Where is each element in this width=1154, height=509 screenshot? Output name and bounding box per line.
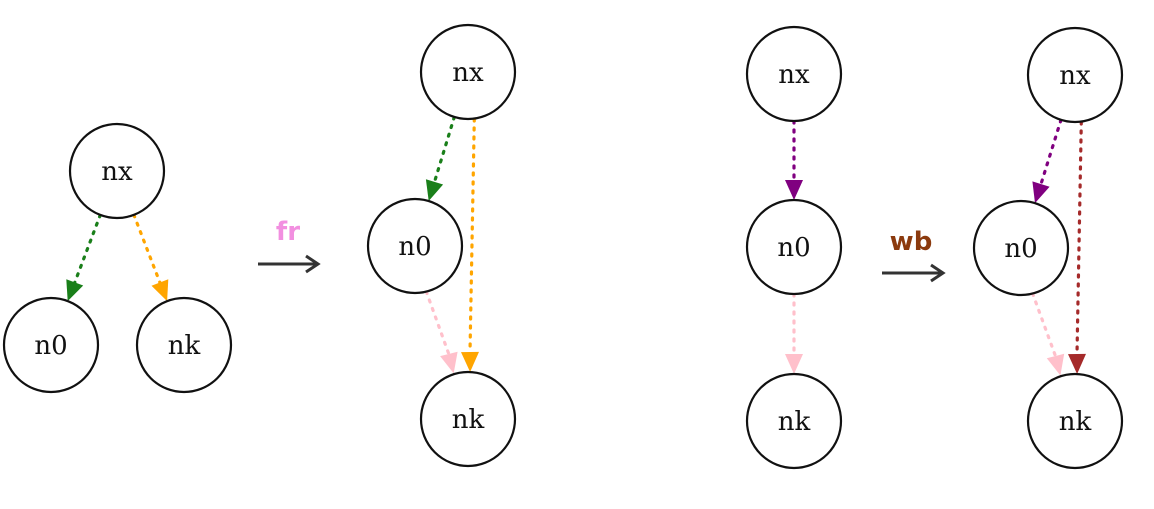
node-circle bbox=[745, 25, 843, 123]
edge-arrowhead bbox=[785, 180, 803, 200]
node-circle bbox=[419, 23, 517, 121]
edge-g3-n0-nk bbox=[785, 292, 803, 374]
node-g2-n0: n0 bbox=[366, 197, 464, 295]
edge-arrowhead bbox=[1046, 353, 1065, 376]
node-g3-nk: nk bbox=[745, 372, 843, 470]
node-label: nx bbox=[101, 157, 133, 187]
node-label: nk bbox=[168, 331, 201, 361]
edge-line bbox=[468, 117, 476, 354]
node-label: n0 bbox=[777, 233, 810, 263]
node-circle bbox=[745, 372, 843, 470]
edge-arrowhead bbox=[440, 351, 458, 374]
wb-arrow-head bbox=[930, 263, 946, 283]
edge-line bbox=[1075, 120, 1083, 356]
edge-g2-nx-nk bbox=[461, 117, 479, 372]
edge-arrowhead bbox=[1032, 181, 1050, 204]
edge-arrowhead bbox=[785, 354, 803, 374]
node-circle bbox=[419, 370, 517, 468]
node-g4-nk: nk bbox=[1026, 372, 1124, 470]
node-circle bbox=[366, 197, 464, 295]
node-circle bbox=[2, 296, 100, 394]
node-label: n0 bbox=[34, 331, 67, 361]
node-g4-nx: nx bbox=[1026, 26, 1124, 124]
edge-line bbox=[73, 213, 102, 284]
node-g1-nk: nk bbox=[135, 296, 233, 394]
edge-line bbox=[424, 290, 451, 356]
node-circle bbox=[68, 122, 166, 220]
edge-g4-n0-nk bbox=[1030, 291, 1065, 376]
node-circle bbox=[1026, 26, 1124, 124]
node-label: nx bbox=[452, 58, 484, 88]
nodes-layer: nx n0 nk nx n0 nk nx n0 nk nx n0 nk bbox=[2, 23, 1124, 470]
edge-arrowhead bbox=[66, 279, 84, 302]
node-label: n0 bbox=[1004, 234, 1037, 264]
fr-transform: fr bbox=[258, 217, 321, 274]
edge-arrowhead bbox=[461, 351, 479, 372]
edge-line bbox=[432, 115, 456, 184]
node-circle bbox=[745, 198, 843, 296]
node-label: nx bbox=[1059, 61, 1091, 91]
node-circle bbox=[1026, 372, 1124, 470]
edges-layer bbox=[66, 115, 1086, 376]
edge-arrowhead bbox=[151, 279, 169, 302]
edge-g2-nx-n0 bbox=[425, 115, 456, 201]
wb-transform: wb bbox=[882, 227, 946, 283]
edge-g2-n0-nk bbox=[424, 290, 458, 374]
node-label: nk bbox=[778, 407, 811, 437]
node-label: nk bbox=[452, 405, 485, 435]
node-g4-n0: n0 bbox=[972, 199, 1070, 297]
node-g1-nx: nx bbox=[68, 122, 166, 220]
edge-line bbox=[1030, 291, 1058, 358]
node-circle bbox=[135, 296, 233, 394]
node-label: nx bbox=[778, 60, 810, 90]
edge-g3-nx-n0 bbox=[785, 119, 803, 200]
edge-arrowhead bbox=[1068, 353, 1086, 374]
fr-label: fr bbox=[276, 217, 300, 247]
edge-line bbox=[132, 213, 162, 285]
node-label: n0 bbox=[398, 232, 431, 262]
fr-arrow-head bbox=[305, 254, 321, 274]
node-circle bbox=[972, 199, 1070, 297]
node-g3-n0: n0 bbox=[745, 198, 843, 296]
node-g3-nx: nx bbox=[745, 25, 843, 123]
node-g1-n0: n0 bbox=[2, 296, 100, 394]
edge-g4-nx-nk bbox=[1068, 120, 1086, 374]
node-g2-nk: nk bbox=[419, 370, 517, 468]
edge-g1-nx-n0 bbox=[66, 213, 102, 302]
edge-arrowhead bbox=[425, 179, 444, 201]
edge-line bbox=[1039, 118, 1063, 186]
node-label: nk bbox=[1059, 407, 1092, 437]
node-g2-nx: nx bbox=[419, 23, 517, 121]
wb-label: wb bbox=[890, 227, 933, 257]
edge-g4-nx-n0 bbox=[1032, 118, 1063, 204]
edge-g1-nx-nk bbox=[132, 213, 169, 302]
